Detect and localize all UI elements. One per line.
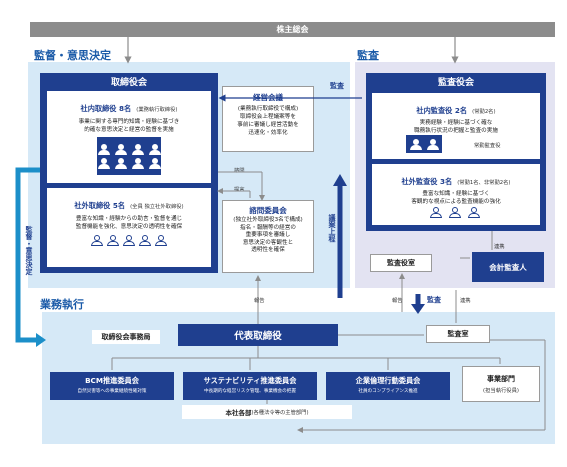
mgmt-desc-2: 取締役会上程議案等を [240,114,296,121]
committee-ethics: 企業倫理行動委員会 社員のコンプライアンス推進 [326,372,450,400]
consult-label: 諮問 [234,168,245,174]
audit-arrow-label: 監査 [330,82,344,90]
audit-board-title: 監査役会 [437,77,474,88]
external-auditors-title: 社外監査役 3名 [401,177,453,186]
fulltime-auditor-label: 常勤監査役 [474,143,501,149]
audit-office-box: 監査役室 [370,254,432,272]
internal-auditors-title: 社内監査役 2名 [416,106,468,115]
internal-auditors-desc-1: 実務経験・経験に基づく確な [419,120,493,126]
supervise-left-label: 監督・意思決定 [25,226,33,275]
hq-sub: (各種法令等の主管部門) [251,410,309,416]
committee-bcm: BCM推進委員会 自然災害等への事業継続性確対策 [50,372,174,400]
proposal-up-label: 議案上程 [328,214,336,242]
mgmt-desc-4: 迅速化・効率化 [248,130,288,137]
internal-auditors-desc-2: 職務執行状況の把握と監査の実施 [414,128,498,135]
external-auditors-sub: (常勤1名、非常勤2名) [457,180,511,186]
external-directors-title: 社外取締役 5名 [74,201,126,210]
committee-ethics-title: 企業倫理行動委員会 [355,376,421,385]
committee-ethics-desc: 社員のコンプライアンス推進 [358,389,418,394]
committee-sustainability-title: サステナビリティ推進委員会 [203,376,297,385]
committee-sustainability: サステナビリティ推進委員会 中長期的な経営リスク管理、事業機会の把握 [183,372,317,400]
accounting-auditor-box: 会計監査人 [472,252,544,282]
adv-desc-1: (独立社外取締役3名で構成) [233,217,303,223]
cooperate-label-1: 連携 [494,244,505,250]
external-directors-people-icon [91,235,167,253]
mgmt-desc-3: 事前に審議し経営活動を [237,122,299,129]
supervision-section-title: 監督・意思決定 [34,49,111,62]
audit-section-title: 監査 [357,49,379,62]
accounting-auditor-label: 会計監査人 [489,262,527,272]
internal-auditors-people-icon [406,135,442,153]
business-division-box: 事業部門 (担当執行役員) [462,366,540,402]
committee-sustainability-desc: 中長期的な経営リスク管理、事業機会の把握 [204,389,296,394]
president-label: 代表取締役 [234,331,282,342]
adv-desc-2: 指名・報酬等の経営の [240,224,296,231]
president-box: 代表取締役 [178,324,338,346]
management-meeting-box: 経営会議 (業務執行取締役で構成) 取締役会上程議案等を 事前に審議し経営活動を… [222,86,314,152]
adv-desc-4: 意思決定の客観性と [242,239,294,246]
internal-directors-desc-1: 事業に関する専門的知識・経験に基づき [78,119,180,125]
execution-section-title: 業務執行 [40,298,84,311]
business-division-title: 事業部門 [487,375,515,383]
agm-bar: 株主総会 [30,22,555,37]
external-auditors-people-icon [430,207,480,221]
business-division-sub: (担当執行役員) [483,388,519,394]
mgmt-desc-1: (業務執行取締役で構成) [237,106,299,112]
internal-directors-title: 社内取締役 8名 [80,104,132,113]
external-auditors-desc-2: 客観的な視点による監査機能の強化 [411,199,501,206]
propose-label: 提言 [234,187,245,193]
external-directors-desc-1: 豊富な知識・経験からの助言・監督を通じ [75,216,183,222]
external-auditors-box: 社外監査役 3名 (常勤1名、非常勤2名) 豊富な知識・経験に基づく 客観的な視… [372,164,540,225]
internal-directors-desc-2: 的確な意思決定と経営の監督を実施 [84,127,174,134]
cooperate-label-2: 連携 [460,298,471,304]
committee-bcm-title: BCM推進委員会 [85,376,139,385]
board-title: 取締役会 [110,77,147,88]
audit-office-label: 監査役室 [387,259,415,267]
internal-audit-box: 監査室 [426,325,490,343]
internal-auditors-sub: (常勤2名) [472,109,496,115]
hq-title: 本社各部 [225,409,252,417]
management-meeting-title: 経営会議 [253,93,283,102]
report-label-2: 報告 [392,298,403,304]
external-directors-box: 社外取締役 5名 (全員 独立社外取締役) 豊富な知識・経験からの助言・監督を通… [47,188,211,267]
external-directors-desc-2: 監督機能を強化、意思決定の透明性を確保 [75,224,183,231]
adv-desc-5: 透明性を確保 [251,247,285,254]
external-auditors-desc-1: 豊富な知識・経験に基づく [422,191,490,197]
audit-down-label: 監査 [427,296,441,304]
external-directors-sub: (全員 独立社外取締役) [130,204,184,210]
board-office-label: 取締役会事務局 [92,330,160,344]
internal-audit-label: 監査室 [447,330,469,338]
internal-directors-sub: (業務執行取締役) [136,107,178,113]
agm-label: 株主総会 [276,25,309,34]
advisory-committee-box: 諮問委員会 (独立社外取締役3名で構成) 指名・報酬等の経営の 重要事項を審議し… [222,200,314,273]
committee-bcm-desc: 自然災害等への事業継続性確対策 [77,389,147,394]
adv-desc-3: 重要事項を審議し [245,232,291,239]
internal-directors-box: 社内取締役 8名 (業務執行取締役) 事業に関する専門的知識・経験に基づき 的確… [47,91,211,183]
report-label-1: 報告 [254,298,265,304]
hq-departments-box: 本社各部 (各種法令等の主管部門) [182,405,352,419]
internal-directors-people-icon [97,137,161,175]
internal-auditors-box: 社内監査役 2名 (常勤2名) 実務経験・経験に基づく確な 職務執行状況の把握と… [372,93,540,159]
advisory-committee-title: 諮問委員会 [249,206,287,215]
